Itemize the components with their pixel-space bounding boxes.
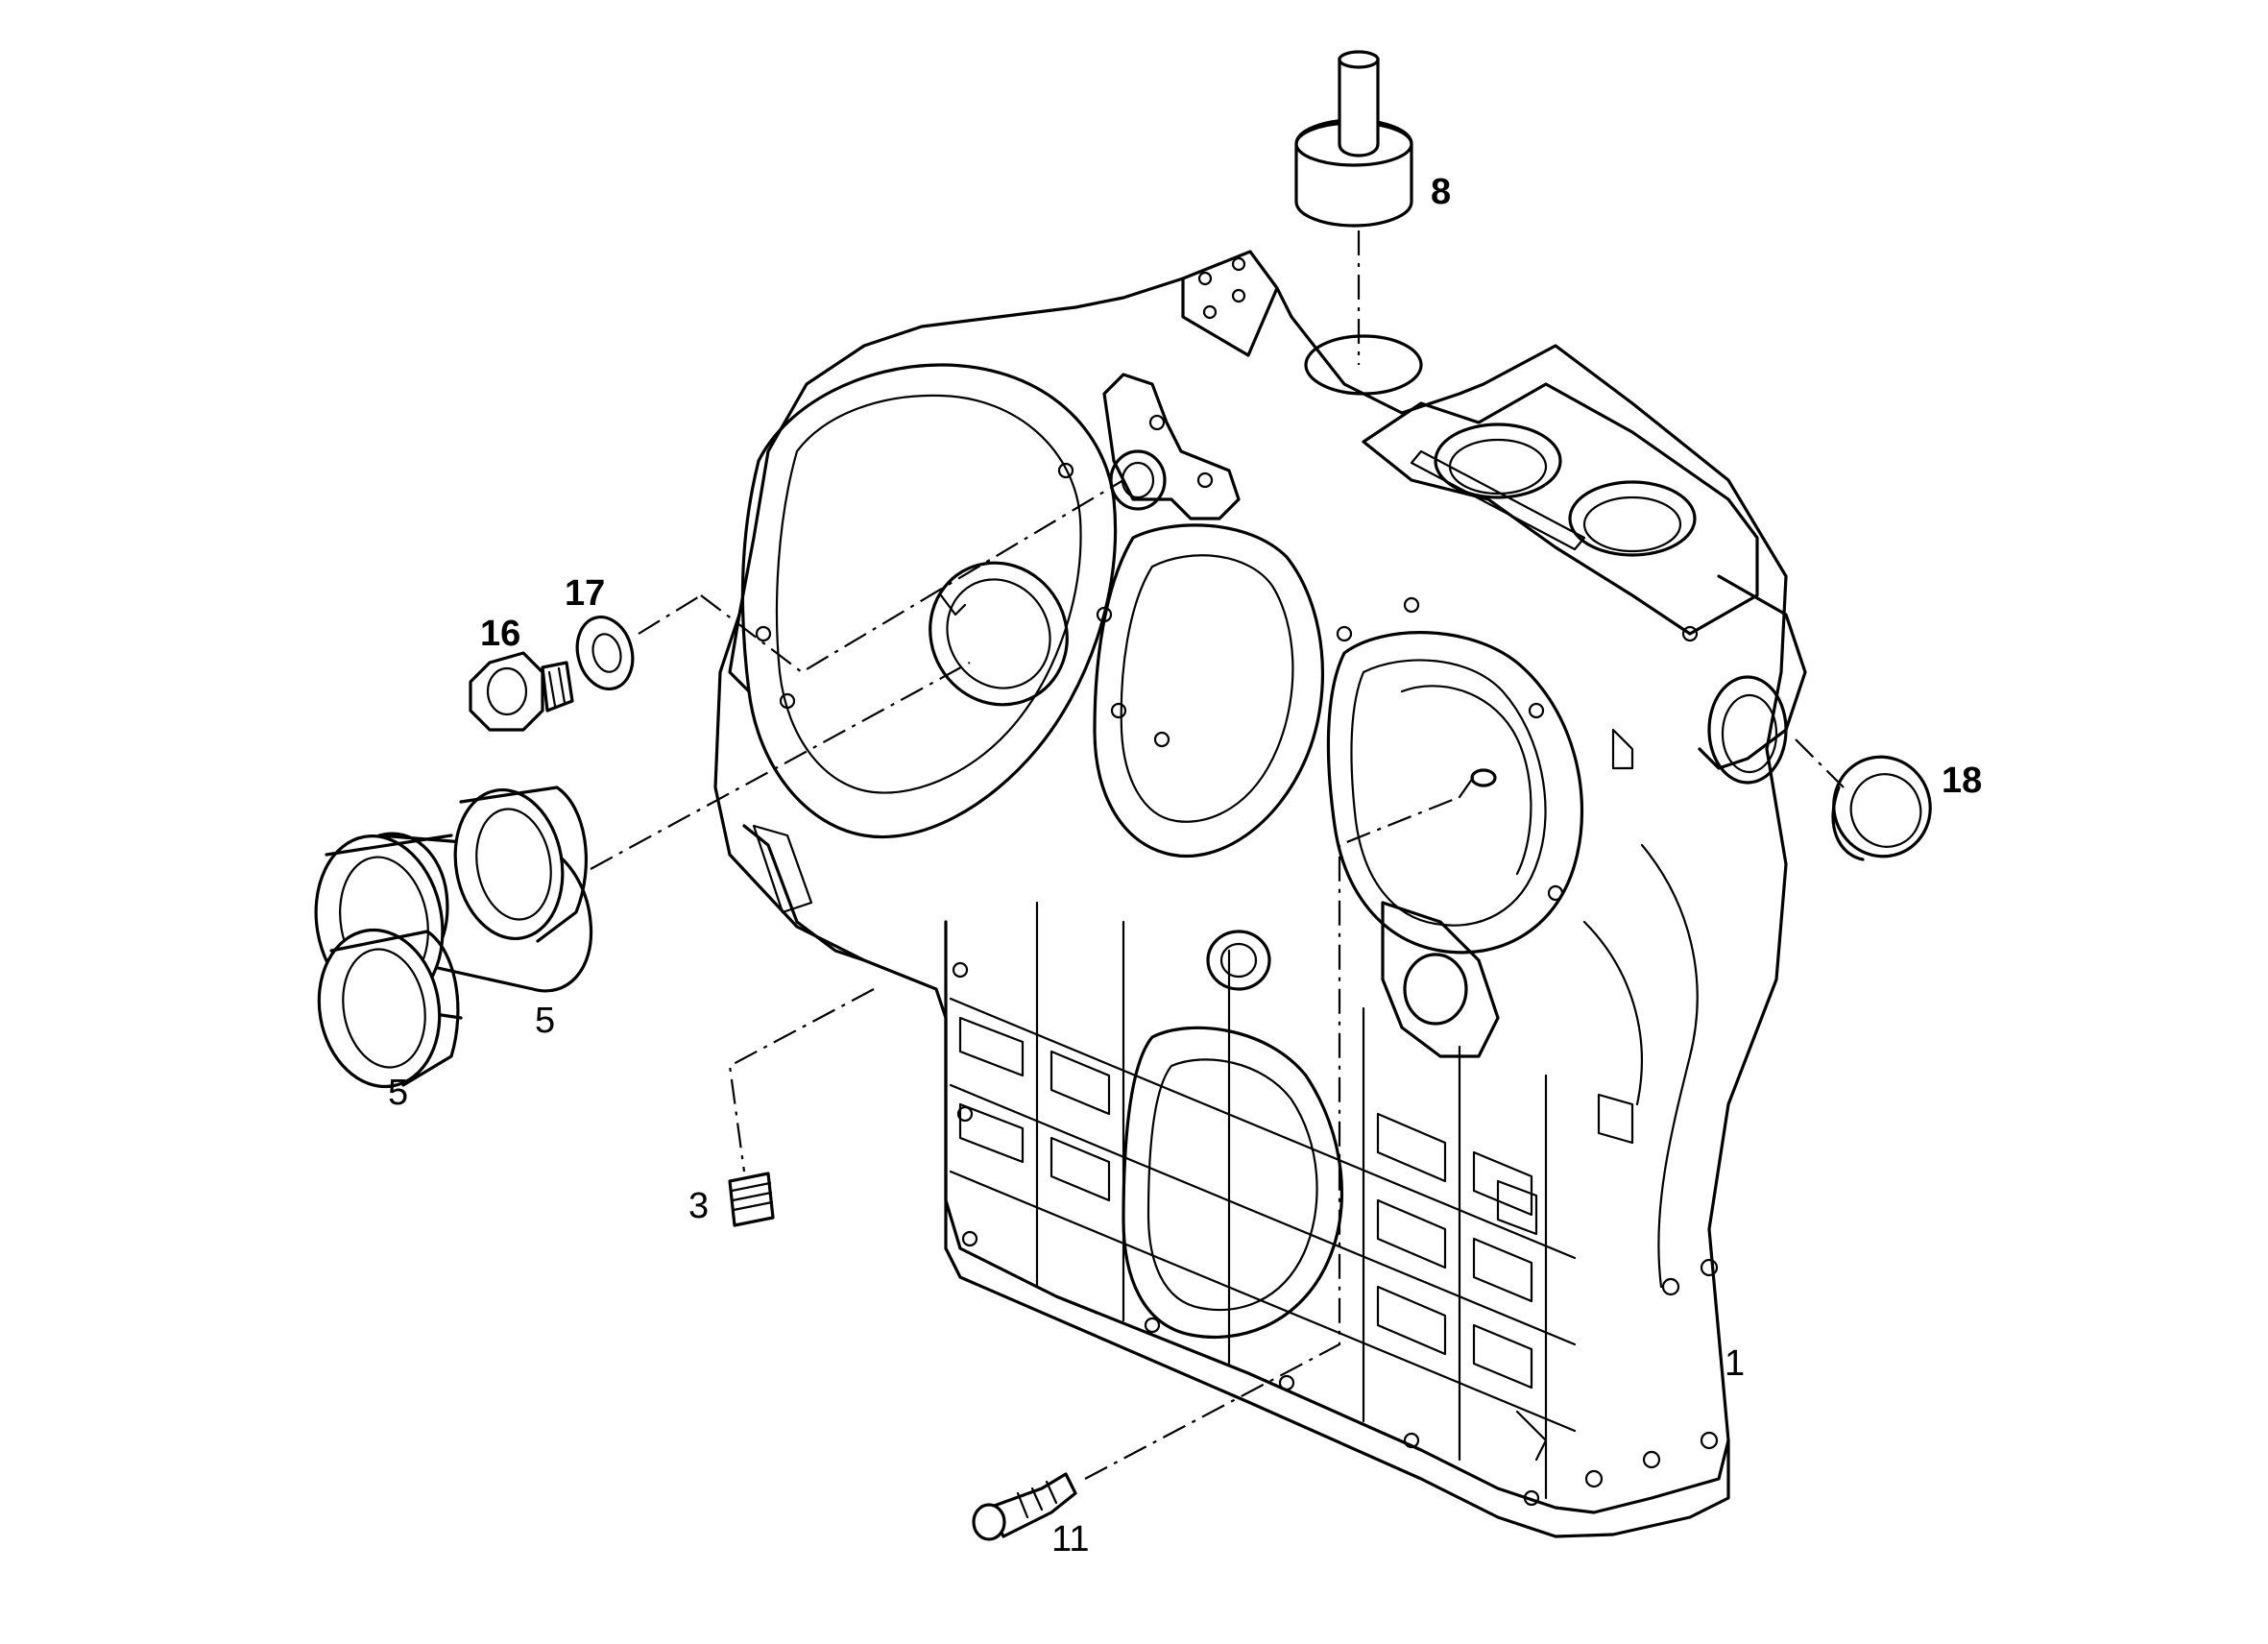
callout-18: 18 [1942,761,1982,801]
part-3-screw [728,1172,775,1227]
callout-8: 8 [1431,172,1451,212]
callout-3: 3 [688,1186,709,1226]
part-11-screw [972,1472,1077,1541]
callout-11: 11 [1051,1519,1089,1559]
part-5-sleeve-lower [317,928,460,1089]
leader-lines [590,230,1845,1480]
part-17-washer [575,615,635,691]
part-18-seal-ring [1831,755,1932,861]
callout-labels: 8 17 16 18 5 5 3 1 11 [388,172,1982,1559]
callout-5-lower: 5 [388,1073,408,1113]
callout-17: 17 [565,573,605,614]
part-16-bolt [469,651,574,732]
callout-5-upper: 5 [535,1001,555,1041]
part-5-sleeve-back [453,786,588,943]
part-8-fitting [1294,50,1413,228]
callout-16: 16 [480,614,520,654]
gear-housing [713,250,1807,1538]
callout-1: 1 [1725,1343,1745,1384]
